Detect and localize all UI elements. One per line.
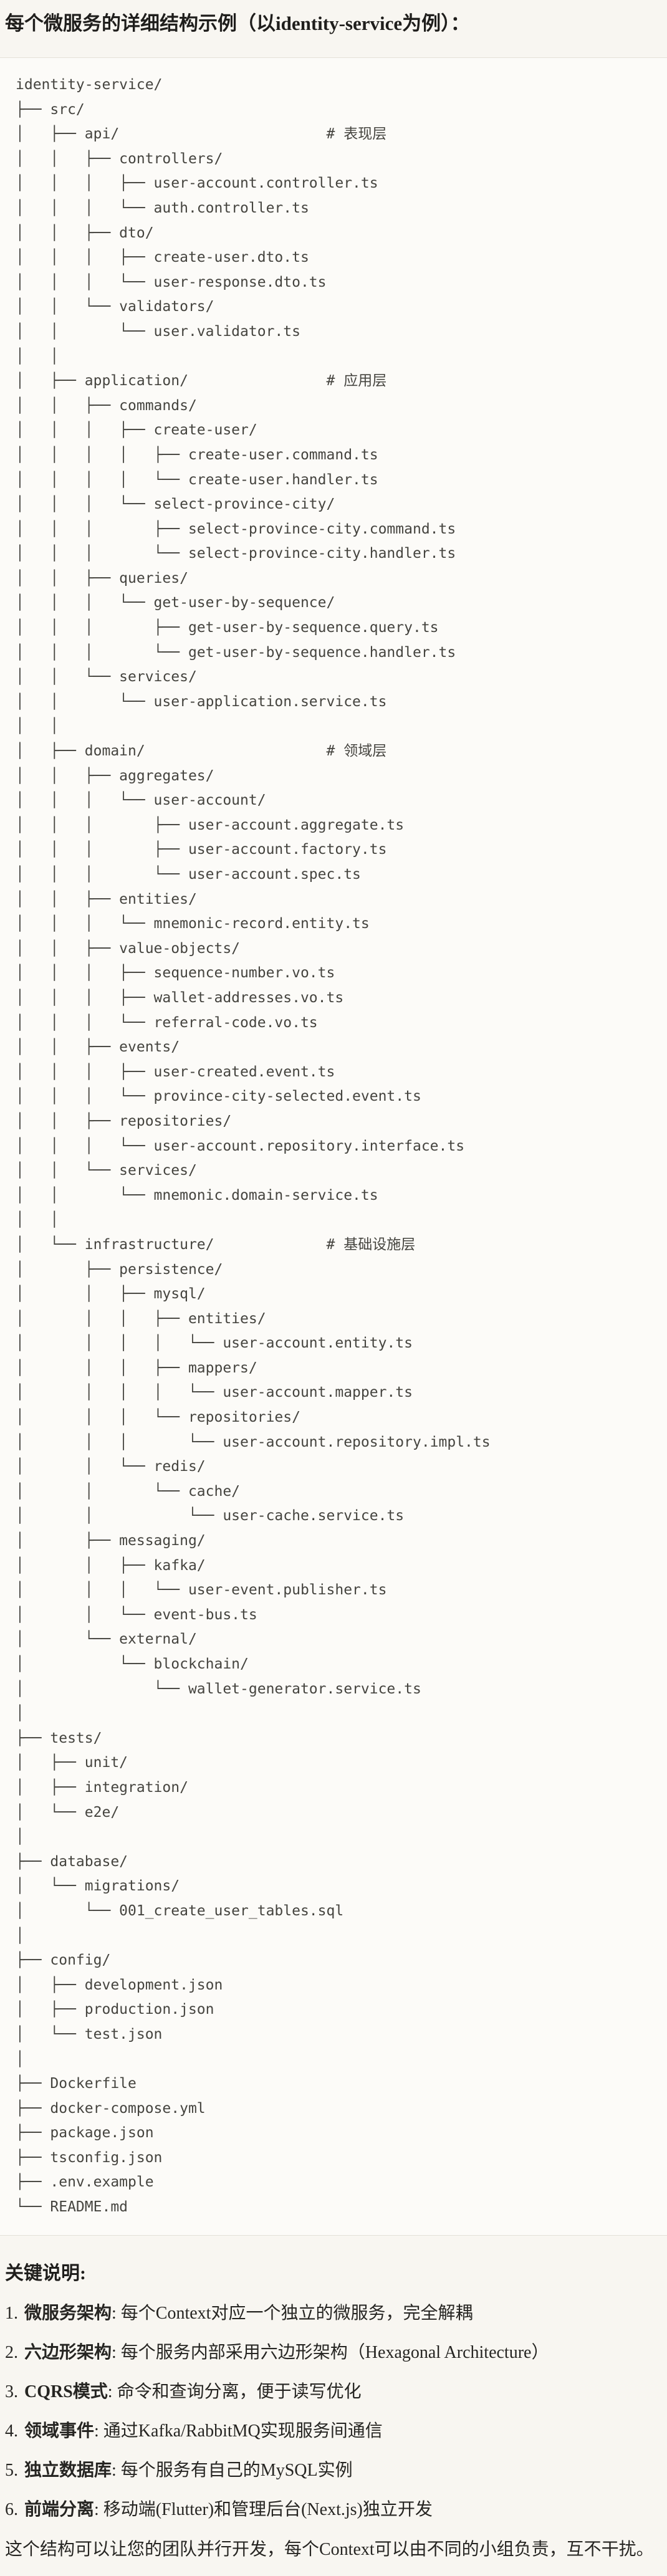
- note-term: 前端分离: [24, 2499, 95, 2519]
- page-title: 每个微服务的详细结构示例（以identity-service为例）：: [5, 12, 470, 34]
- note-item: 3. CQRS模式: 命令和查询分离，便于读写优化: [5, 2380, 662, 2405]
- note-item: 6. 前端分离: 移动端(Flutter)和管理后台(Next.js)独立开发: [5, 2497, 662, 2522]
- note-item: 5. 独立数据库: 每个服务有自己的MySQL实例: [5, 2458, 662, 2483]
- note-desc: : 每个服务有自己的MySQL实例: [112, 2460, 353, 2480]
- note-desc: : 通过Kafka/RabbitMQ实现服务间通信: [94, 2421, 383, 2441]
- note-term: 六边形架构: [24, 2342, 112, 2362]
- note-item: 1. 微服务架构: 每个Context对应一个独立的微服务，完全解耦: [5, 2301, 662, 2326]
- note-term: 独立数据库: [24, 2460, 112, 2480]
- notes-heading: 关键说明:: [5, 2262, 86, 2284]
- note-term: 微服务架构: [24, 2303, 112, 2323]
- note-number: 3.: [5, 2382, 18, 2401]
- note-desc: : 命令和查询分离，便于读写优化: [107, 2382, 362, 2401]
- notes-list: 1. 微服务架构: 每个Context对应一个独立的微服务，完全解耦 2. 六边形架构…: [5, 2301, 662, 2522]
- note-term: 领域事件: [24, 2421, 95, 2441]
- note-number: 2.: [5, 2342, 18, 2362]
- note-desc: : 每个Context对应一个独立的微服务，完全解耦: [112, 2303, 473, 2323]
- note-number: 1.: [5, 2303, 18, 2323]
- code-block: identity-service/ ├── src/ │ ├── api/ # …: [0, 57, 667, 2236]
- note-desc: : 每个服务内部采用六边形架构（Hexagonal Architecture）: [112, 2342, 549, 2362]
- note-number: 6.: [5, 2499, 18, 2519]
- directory-tree: identity-service/ ├── src/ │ ├── api/ # …: [16, 77, 491, 2216]
- closing-paragraph: 这个结构可以让您的团队并行开发，每个Context可以由不同的小组负责，互不干扰…: [5, 2539, 654, 2559]
- note-number: 5.: [5, 2460, 18, 2480]
- note-desc: : 移动端(Flutter)和管理后台(Next.js)独立开发: [94, 2499, 433, 2519]
- note-item: 2. 六边形架构: 每个服务内部采用六边形架构（Hexagonal Archite…: [5, 2340, 662, 2365]
- note-item: 4. 领域事件: 通过Kafka/RabbitMQ实现服务间通信: [5, 2419, 662, 2444]
- note-number: 4.: [5, 2421, 18, 2441]
- note-term: CQRS模式: [24, 2382, 108, 2401]
